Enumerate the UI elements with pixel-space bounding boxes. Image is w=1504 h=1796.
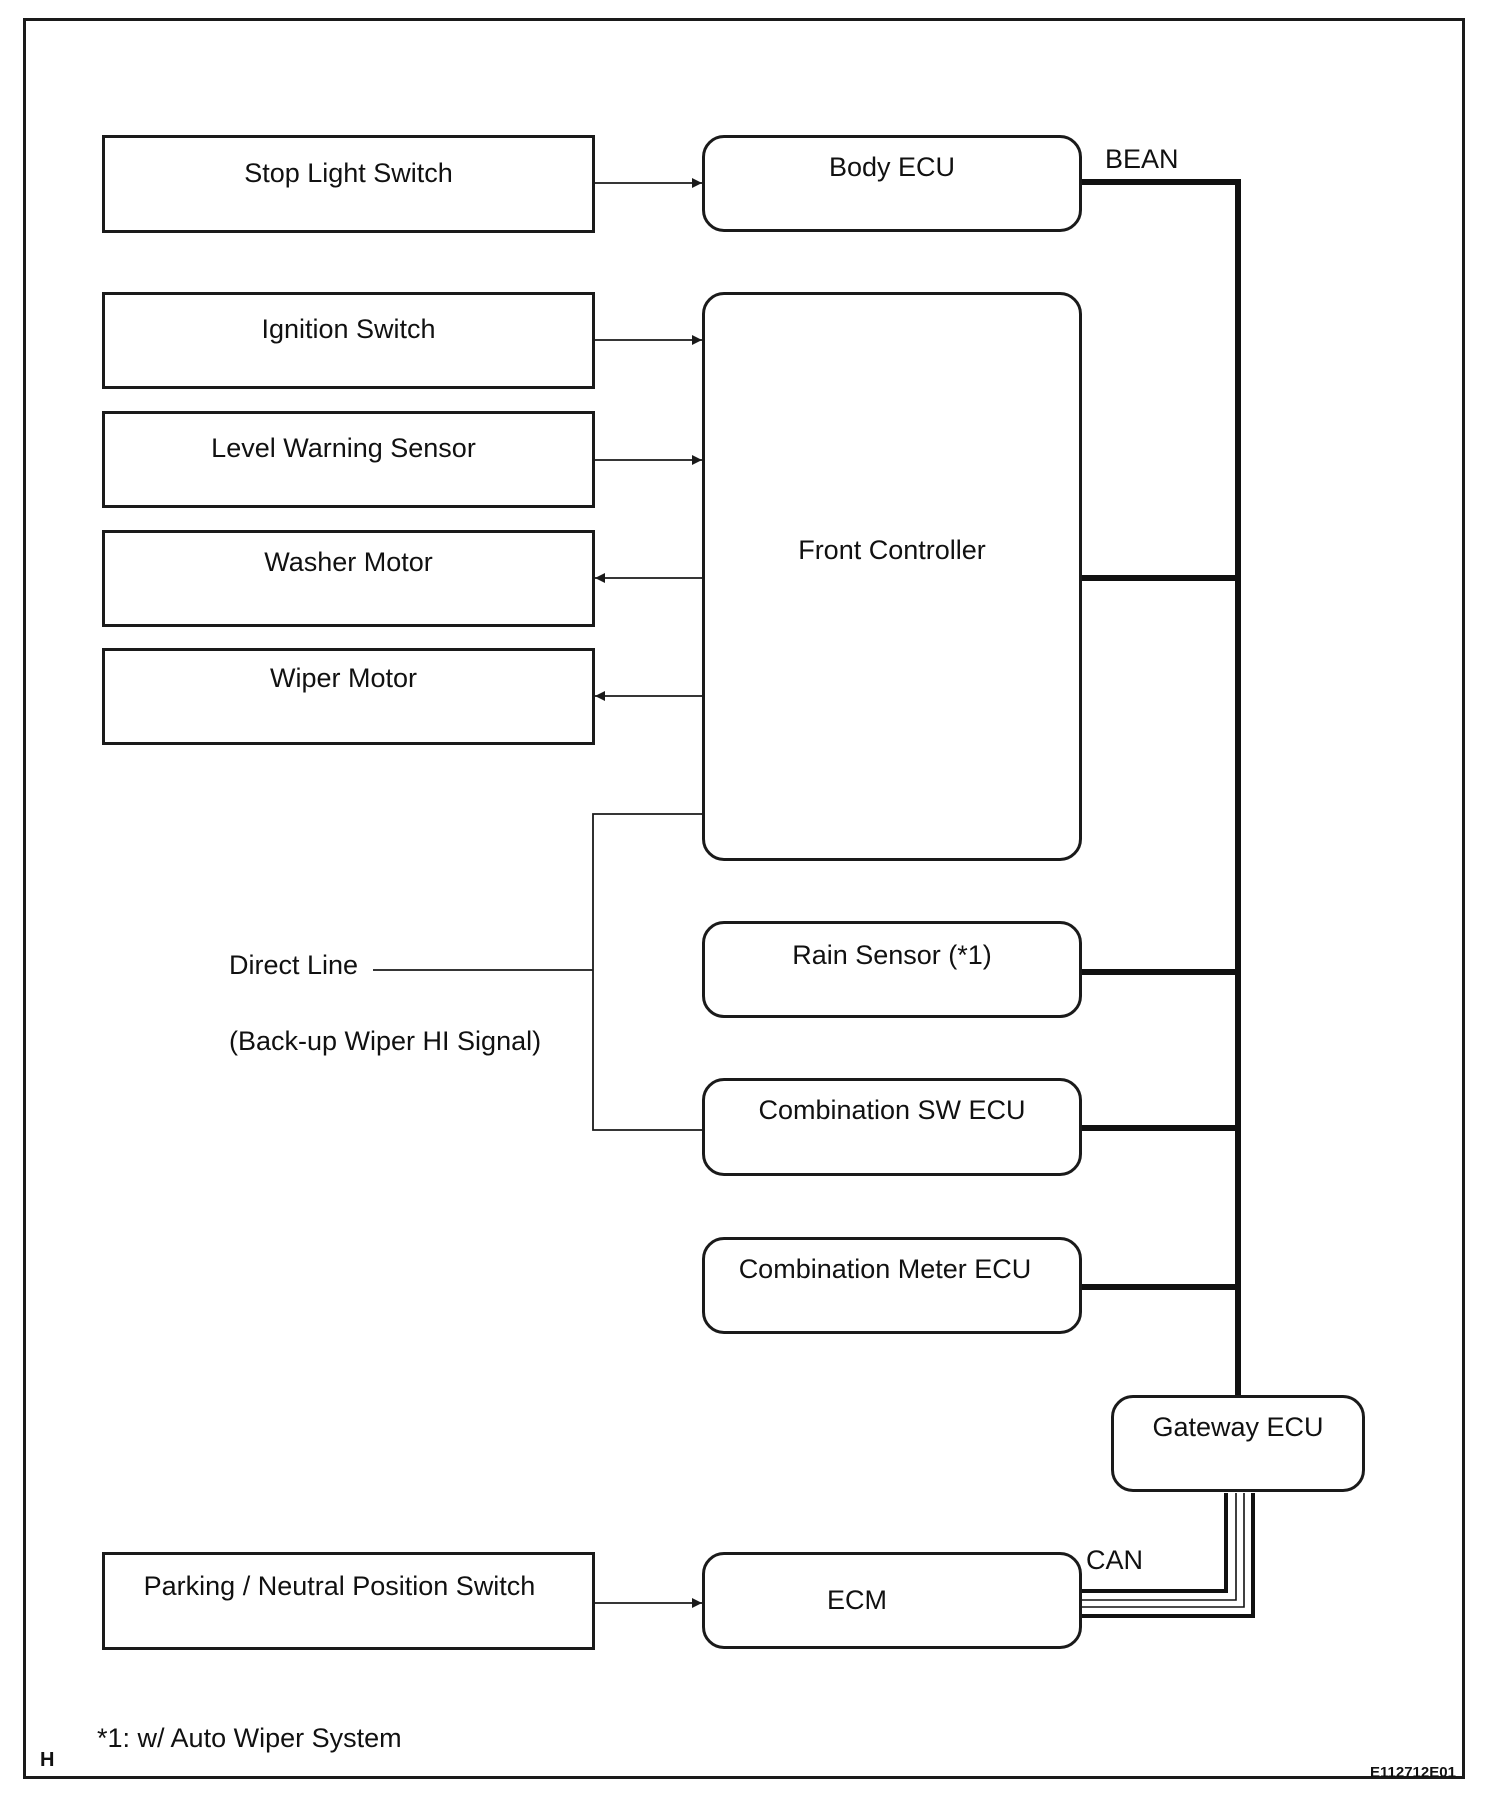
- ignition-switch-label: Ignition Switch: [261, 314, 436, 344]
- can-bus: [1082, 1493, 1255, 1618]
- wiper-motor-box: Wiper Motor: [102, 648, 595, 745]
- front-controller-label: Front Controller: [798, 535, 986, 565]
- rain-sensor-box: Rain Sensor (*1): [702, 921, 1082, 1018]
- rain-sensor-label: Rain Sensor (*1): [792, 940, 992, 970]
- parking-neutral-switch-box: Parking / Neutral Position Switch: [102, 1552, 595, 1650]
- figure-code: E112712E01: [1370, 1764, 1456, 1781]
- combination-meter-ecu-box: Combination Meter ECU: [702, 1237, 1082, 1334]
- bean-bus: [1082, 179, 1241, 1398]
- ecm-box: ECM: [702, 1552, 1082, 1649]
- gateway-ecu-label: Gateway ECU: [1152, 1412, 1324, 1442]
- washer-motor-box: Washer Motor: [102, 530, 595, 627]
- parking-neutral-switch-label: Parking / Neutral Position Switch: [143, 1571, 536, 1601]
- stop-light-switch-label: Stop Light Switch: [244, 158, 453, 188]
- stop-light-switch-box: Stop Light Switch: [102, 135, 595, 233]
- gateway-ecu-box: Gateway ECU: [1111, 1395, 1365, 1492]
- level-warning-sensor-box: Level Warning Sensor: [102, 411, 595, 508]
- bean-bus-label: BEAN: [1105, 144, 1179, 174]
- diagram-frame: [23, 18, 1465, 1779]
- direct-line-note: (Back-up Wiper HI Signal): [229, 1026, 542, 1056]
- combination-meter-ecu-label: Combination Meter ECU: [738, 1254, 1032, 1284]
- combination-sw-ecu-box: Combination SW ECU: [702, 1078, 1082, 1176]
- direct-line-wire: [592, 813, 702, 1131]
- wiper-motor-label: Wiper Motor: [269, 663, 418, 693]
- corner-letter: H: [40, 1749, 55, 1771]
- washer-motor-label: Washer Motor: [264, 547, 433, 577]
- footnote: *1: w/ Auto Wiper System: [97, 1723, 402, 1753]
- direct-line-label: Direct Line: [229, 950, 359, 980]
- ignition-switch-box: Ignition Switch: [102, 292, 595, 389]
- body-ecu-label: Body ECU: [828, 152, 956, 182]
- can-bus-label: CAN: [1086, 1545, 1144, 1575]
- combination-sw-ecu-label: Combination SW ECU: [758, 1095, 1026, 1125]
- body-ecu-box: Body ECU: [702, 135, 1082, 232]
- level-warning-sensor-label: Level Warning Sensor: [211, 433, 476, 463]
- front-controller-box: Front Controller: [702, 292, 1082, 861]
- ecm-label: ECM: [827, 1585, 887, 1615]
